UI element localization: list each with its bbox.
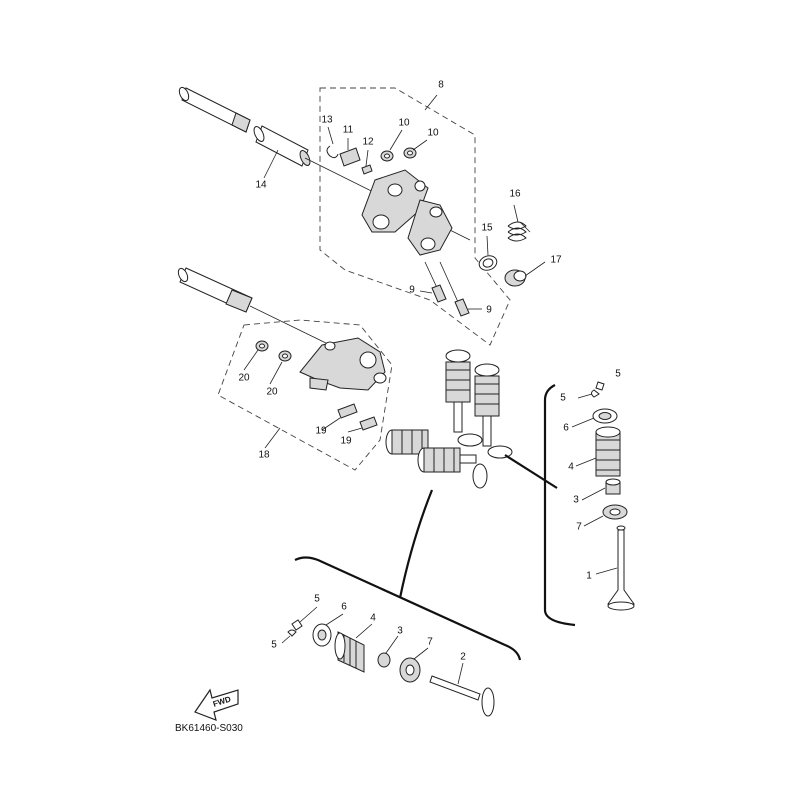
adjust-screw-9a bbox=[424, 261, 447, 303]
intake-valve-springs bbox=[445, 349, 513, 459]
exhaust-valve-springs bbox=[385, 429, 488, 489]
lower-rocker-arm bbox=[299, 337, 387, 391]
bottom-seat-7 bbox=[399, 657, 421, 683]
bottom-seal-3 bbox=[377, 652, 391, 668]
right-retainer-6 bbox=[592, 408, 618, 424]
right-group-bracket bbox=[504, 384, 576, 627]
bottom-group-bracket bbox=[294, 489, 522, 661]
adjust-screw-9b bbox=[439, 261, 470, 317]
spring-12 bbox=[361, 164, 373, 175]
spring-16 bbox=[507, 221, 531, 242]
callout-10b: 10 bbox=[427, 128, 439, 139]
nut-20a bbox=[255, 340, 269, 352]
callout-9a: 9 bbox=[409, 285, 415, 296]
callout-17: 17 bbox=[550, 255, 562, 266]
callout-13: 13 bbox=[321, 115, 333, 126]
callout-right-3: 3 bbox=[573, 495, 579, 506]
bottom-valve-cotters bbox=[287, 619, 303, 637]
callout-right-6: 6 bbox=[563, 423, 569, 434]
callout-bottom-3: 3 bbox=[397, 626, 403, 637]
callout-15: 15 bbox=[481, 223, 493, 234]
callouts: 8 13 11 12 10 10 14 16 15 17 9 9 20 20 1… bbox=[238, 80, 621, 663]
callout-right-4: 4 bbox=[568, 462, 574, 473]
callout-20b: 20 bbox=[266, 387, 278, 398]
right-seal-3 bbox=[605, 478, 621, 495]
upper-rocker-arm bbox=[361, 169, 453, 256]
callout-11: 11 bbox=[343, 125, 354, 136]
lower-rocker-shaft bbox=[177, 267, 331, 346]
adjust-screw-19b bbox=[359, 416, 378, 431]
fwd-arrow-icon: FWD bbox=[194, 688, 239, 721]
callout-bottom-4: 4 bbox=[370, 613, 376, 624]
callout-9b: 9 bbox=[486, 305, 492, 316]
callout-8: 8 bbox=[438, 80, 444, 91]
callout-right-1: 1 bbox=[586, 571, 592, 582]
callout-14: 14 bbox=[255, 180, 267, 191]
bottom-spring-4 bbox=[334, 631, 365, 673]
callout-16: 16 bbox=[509, 189, 521, 200]
pin-11 bbox=[339, 147, 361, 167]
callout-right-7: 7 bbox=[576, 522, 582, 533]
collar-17 bbox=[504, 269, 527, 287]
callout-19b: 19 bbox=[340, 436, 352, 447]
nut-20b bbox=[278, 350, 292, 362]
bottom-valve-2 bbox=[429, 675, 495, 717]
callout-bottom-5b: 5 bbox=[271, 640, 277, 651]
adjust-screw-19a bbox=[337, 403, 358, 419]
callout-right-5b: 5 bbox=[615, 369, 621, 380]
diagram-code: BK61460-S030 bbox=[175, 723, 243, 734]
callout-19a: 19 bbox=[315, 426, 327, 437]
callout-bottom-7: 7 bbox=[427, 637, 433, 648]
callout-18: 18 bbox=[258, 450, 270, 461]
leader-lines bbox=[243, 94, 618, 685]
bottom-retainer-6 bbox=[312, 623, 332, 647]
assembly-18-boundary bbox=[217, 319, 393, 471]
callout-10a: 10 bbox=[398, 118, 410, 129]
callout-bottom-2: 2 bbox=[460, 652, 466, 663]
callout-20a: 20 bbox=[238, 373, 250, 384]
right-valve-cotters bbox=[591, 381, 605, 398]
clip-13 bbox=[326, 145, 339, 159]
washer-15 bbox=[478, 255, 498, 271]
right-seat-7 bbox=[602, 504, 628, 520]
nut-10b bbox=[403, 147, 417, 159]
callout-12: 12 bbox=[362, 137, 374, 148]
callout-right-5a: 5 bbox=[560, 393, 566, 404]
nut-10a bbox=[380, 150, 394, 162]
callout-bottom-6: 6 bbox=[341, 602, 347, 613]
assembly-8-boundary bbox=[319, 87, 511, 346]
right-spring-4 bbox=[595, 426, 621, 477]
right-valve-1 bbox=[607, 525, 635, 611]
callout-bottom-5a: 5 bbox=[314, 594, 320, 605]
